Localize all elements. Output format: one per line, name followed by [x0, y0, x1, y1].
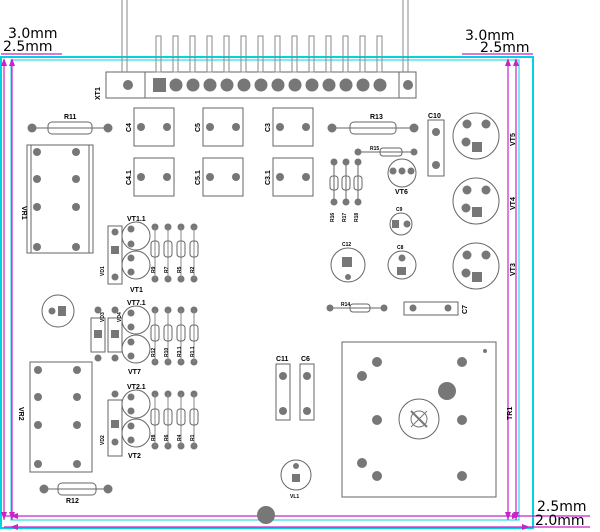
label-r2: R2 [190, 266, 196, 273]
capacitor-c3-1: C3.1 [265, 157, 314, 197]
label-vt7-1: VT7.1 [127, 300, 146, 307]
resistor-r11: R11 [27, 114, 113, 135]
label-c4-1: C4.1 [126, 170, 133, 185]
board-outline-outer [0, 56, 534, 529]
resistor-r13: R13 [327, 114, 419, 135]
label-vt4: VT4 [510, 197, 517, 210]
capacitor-c8: C8 [387, 245, 417, 280]
label-vr2: VR2 [17, 407, 24, 421]
label-c10: C10 [428, 113, 441, 120]
transistor-group-vt1: VT1.1 VT1 VD1 R9 [100, 216, 199, 294]
label-tr1: TR1 [507, 407, 514, 420]
label-c11: C11 [276, 356, 289, 363]
transistor-group-vt7: VT7.1 [90, 300, 199, 376]
label-c5: C5 [195, 123, 202, 132]
trimmer-vr1: VR1 [20, 144, 94, 254]
label-vd3: VD3 [100, 312, 106, 322]
dim-top-right-inner: 2.5mm [480, 40, 530, 56]
label-vr1: VR1 [20, 206, 27, 220]
label-vd1: VD1 [100, 266, 106, 276]
label-c9: C9 [396, 207, 403, 213]
capacitor-c5: C5 [195, 107, 244, 147]
dim-bottom-right-upper: 2.5mm [537, 499, 587, 515]
label-vt5: VT5 [510, 133, 517, 146]
label-r1: R1 [190, 434, 196, 441]
dim-top-left-inner: 2.5mm [3, 39, 53, 55]
label-c3-1: C3.1 [265, 170, 272, 185]
label-r4: R4 [177, 434, 183, 441]
resistor-r15: R15 [354, 146, 418, 157]
transistor-vt6: VT6 [387, 158, 417, 196]
label-c12: C12 [342, 242, 351, 248]
capacitor-c7: C7 [403, 301, 469, 316]
connector-xt1: XT1 [95, 0, 417, 100]
label-vt2-1: VT2.1 [127, 384, 146, 391]
trimmer-vr2: VR2 [17, 361, 93, 473]
label-vl1: VL1 [290, 494, 299, 500]
capacitor-c3: C3 [265, 107, 314, 147]
label-r12b: R12 [151, 348, 157, 357]
label-vt6: VT6 [395, 189, 408, 196]
mounting-hole-bottom [257, 506, 275, 524]
label-vd4: VD4 [117, 312, 123, 322]
label-c8: C8 [397, 245, 404, 251]
label-r9: R9 [151, 266, 157, 273]
capacitor-c5-1: C5.1 [195, 157, 244, 197]
label-r13: R13 [370, 114, 383, 121]
label-vt1-1: VT1.1 [127, 216, 146, 223]
capacitor-c11: C11 [275, 356, 291, 421]
label-r17: R17 [342, 213, 348, 222]
label-r15: R15 [370, 146, 379, 152]
capacitor-c4: C4 [126, 107, 175, 147]
label-c7: C7 [462, 305, 469, 314]
dimension-lines [1, 53, 590, 528]
label-r8: R8 [151, 434, 157, 441]
label-r16: R16 [330, 213, 336, 222]
label-c5-1: C5.1 [195, 170, 202, 185]
led-vl1: VL1 [280, 459, 312, 500]
dim-top-left-outer: 3.0mm [8, 26, 58, 42]
label-r5: R5 [177, 266, 183, 273]
label-c4: C4 [126, 123, 133, 132]
dim-bottom-right-lower: 2.0mm [535, 513, 585, 529]
label-vt3: VT3 [510, 263, 517, 276]
capacitor-c10: C10 [427, 113, 445, 177]
label-c3: C3 [265, 123, 272, 132]
label-r7: R7 [164, 266, 170, 273]
label-r6: R6 [164, 434, 170, 441]
label-vt1: VT1 [130, 287, 143, 294]
label-r14: R14 [341, 302, 350, 308]
transistor-group-vt2: VT2.1 VT2 VD2 R8 [100, 384, 199, 460]
capacitor-c12: C12 [330, 242, 366, 283]
resistor-r12: R12 [39, 482, 113, 505]
capacitor-c9: C9 [389, 207, 413, 236]
resistor-group-r16-r18: R16 R17 R18 [329, 158, 363, 222]
label-r11: R11 [64, 114, 77, 121]
label-vd2: VD2 [100, 435, 106, 445]
capacitor-c6: C6 [299, 356, 315, 421]
transistor-vt4: VT4 [452, 177, 517, 225]
dim-top-right-outer: 3.0mm [465, 28, 515, 44]
label-r3b: R3.1 [177, 346, 183, 357]
capacitor-c4-1: C4.1 [126, 157, 175, 197]
resistor-r14: R14 [326, 302, 388, 313]
transistor-vt5: VT5 [452, 112, 517, 160]
label-vt2: VT2 [128, 453, 141, 460]
label-c6: C6 [301, 356, 310, 363]
label-xt1: XT1 [95, 87, 102, 100]
label-r1b: R1.1 [190, 346, 196, 357]
label-r10: R10 [164, 348, 170, 357]
transistor-vt3: VT3 [452, 242, 517, 290]
dimension-arrows [1, 58, 530, 530]
transformer-tr1: TR1 [341, 341, 514, 498]
label-r18: R18 [354, 213, 360, 222]
label-vt7: VT7 [128, 369, 141, 376]
label-r12: R12 [66, 498, 79, 505]
mounting-part-left [41, 294, 75, 328]
